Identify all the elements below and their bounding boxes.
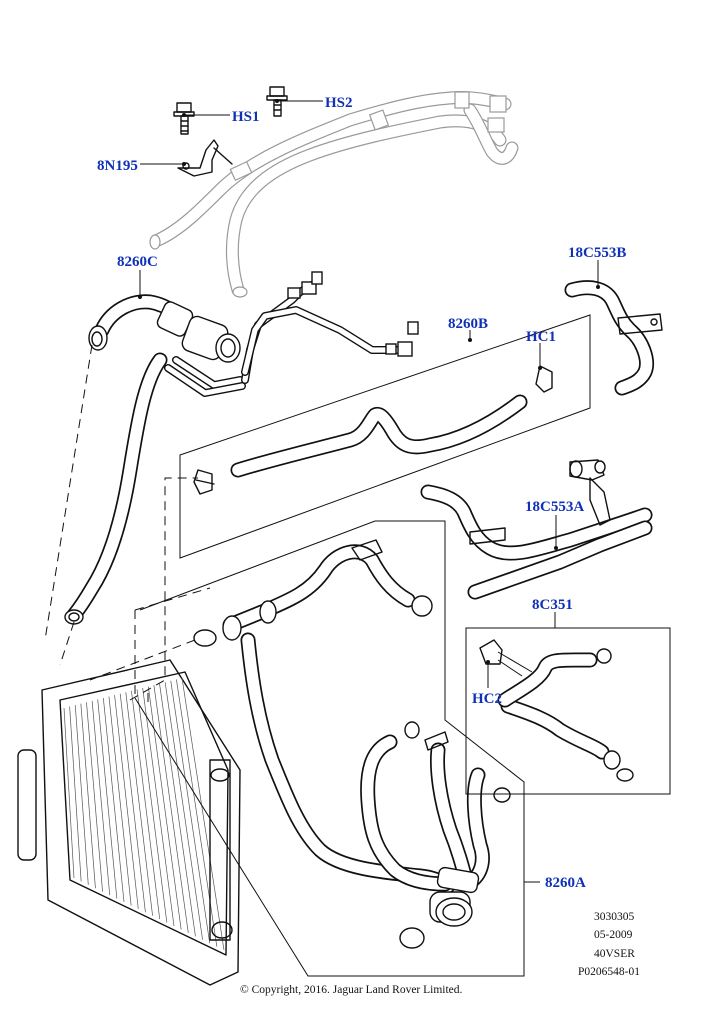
copyright-notice: © Copyright, 2016. Jaguar Land Rover Lim… — [240, 984, 463, 996]
reference-series: 40VSER — [594, 948, 635, 960]
alignment-lines — [44, 344, 211, 702]
callout-8260b: 8260B — [448, 316, 488, 332]
callout-hs1: HS1 — [232, 109, 260, 125]
radiator-fin — [63, 707, 75, 879]
callout-hs2: HS2 — [325, 95, 353, 111]
bracket-8n195-part — [177, 139, 233, 177]
radiator-fin — [170, 680, 211, 944]
radiator-fin — [91, 700, 111, 896]
radiator-fin — [125, 692, 153, 916]
radiator-fin — [153, 685, 189, 933]
leader-lines — [138, 99, 600, 883]
callout-8260c: 8260C — [117, 254, 158, 270]
callout-8c351: 8C351 — [532, 597, 573, 613]
callout-labels: HS1 HS2 8N195 8260C 8260B HC1 18C553B 18… — [97, 95, 626, 891]
hose-8c351-part — [479, 639, 634, 782]
reference-code: 3030305 — [594, 911, 635, 923]
callout-18c553a: 18C553A — [525, 499, 584, 515]
radiator-fin — [119, 693, 146, 913]
radiator-fin — [176, 679, 218, 947]
bolt-hs1-part — [173, 102, 195, 135]
radiator-fin — [102, 697, 125, 903]
reference-date: 05-2009 — [594, 929, 633, 941]
hose-18c553b-part — [564, 280, 663, 396]
hose-8260c-part — [64, 271, 419, 625]
radiator-fin — [164, 682, 203, 940]
callout-boxes — [134, 314, 671, 977]
ghosted-upper-hose-assembly — [149, 91, 519, 298]
radiator-fin — [136, 689, 168, 923]
reference-illustration-id: P0206548-01 — [578, 966, 640, 978]
radiator-fin — [80, 703, 96, 889]
callout-8260a: 8260A — [545, 875, 586, 891]
callout-hc1: HC1 — [526, 329, 556, 345]
radiator-fin — [97, 699, 118, 899]
radiator-fin — [69, 706, 82, 882]
radiator-fin — [114, 695, 139, 909]
reference-block: 3030305 05-2009 40VSER P0206548-01 — [578, 911, 640, 978]
callout-18c553b: 18C553B — [568, 245, 626, 261]
radiator-fin — [159, 683, 196, 937]
radiator-fin — [131, 690, 161, 920]
callout-8n195: 8N195 — [97, 158, 138, 174]
radiator-fin — [74, 705, 89, 885]
callout-hc2: HC2 — [472, 691, 502, 707]
hose-8260b-part — [193, 365, 553, 495]
radiator-fin — [142, 687, 175, 927]
radiator-fin — [86, 702, 103, 892]
radiator-part — [17, 659, 241, 986]
hose-8260a-part — [193, 539, 511, 949]
radiator-fin — [147, 686, 182, 930]
radiator-fin — [108, 696, 132, 906]
pipe-18c553a-part — [420, 459, 653, 600]
radiator-fin — [181, 677, 225, 951]
